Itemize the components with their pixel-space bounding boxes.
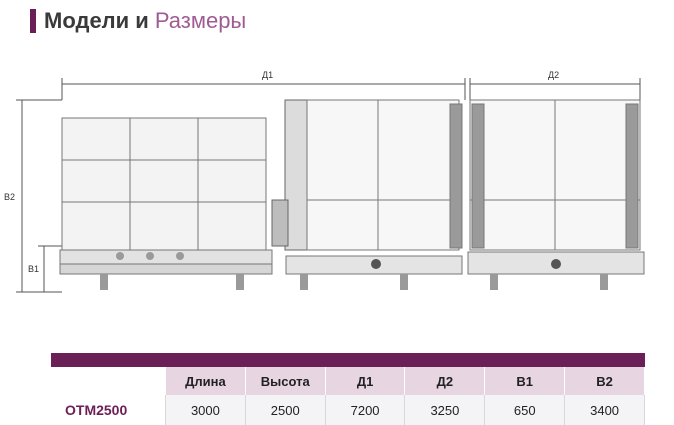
header-title-bold: Модели и <box>44 8 149 33</box>
table-header-row: Длина Высота Д1 Д2 В1 В2 <box>51 367 645 395</box>
machine-drawing: Д1 Д2 В2 В1 <box>4 70 645 293</box>
cell-b2: 3400 <box>564 395 645 425</box>
cell-b1: 650 <box>484 395 566 425</box>
header-cell-b2: В2 <box>564 367 645 395</box>
header-accent-bar <box>30 9 36 33</box>
header-cell-d1: Д1 <box>325 367 406 395</box>
label-d2: Д2 <box>548 70 559 80</box>
press-wheel <box>371 259 381 269</box>
label-d1: Д1 <box>262 70 273 80</box>
header-cell-model <box>51 367 166 395</box>
header-cell-b1: В1 <box>484 367 566 395</box>
header-cell-height: Высота <box>245 367 326 395</box>
unload-wheel <box>551 259 561 269</box>
header-cell-d2: Д2 <box>404 367 486 395</box>
press-section <box>285 99 463 275</box>
label-b2: В2 <box>4 192 15 202</box>
section-feet <box>300 274 608 290</box>
header-title-light: Размеры <box>154 8 247 33</box>
spec-table: Длина Высота Д1 Д2 В1 В2 ОТМ2500 3000 25… <box>51 353 645 425</box>
section-header: Модели и Размеры <box>30 6 246 36</box>
table-top-bar <box>51 353 645 367</box>
cell-d1: 7200 <box>325 395 406 425</box>
header-cell-length: Длина <box>165 367 246 395</box>
cell-model: ОТМ2500 <box>51 395 166 425</box>
loading-rack <box>59 117 273 275</box>
table-row: ОТМ2500 3000 2500 7200 3250 650 3400 <box>51 395 645 425</box>
vertical-column <box>271 99 308 251</box>
cell-height: 2500 <box>245 395 326 425</box>
cell-length: 3000 <box>165 395 246 425</box>
unloading-section <box>467 99 645 275</box>
cell-d2: 3250 <box>404 395 486 425</box>
label-b1: В1 <box>28 264 39 274</box>
rack-rollers <box>100 252 244 290</box>
